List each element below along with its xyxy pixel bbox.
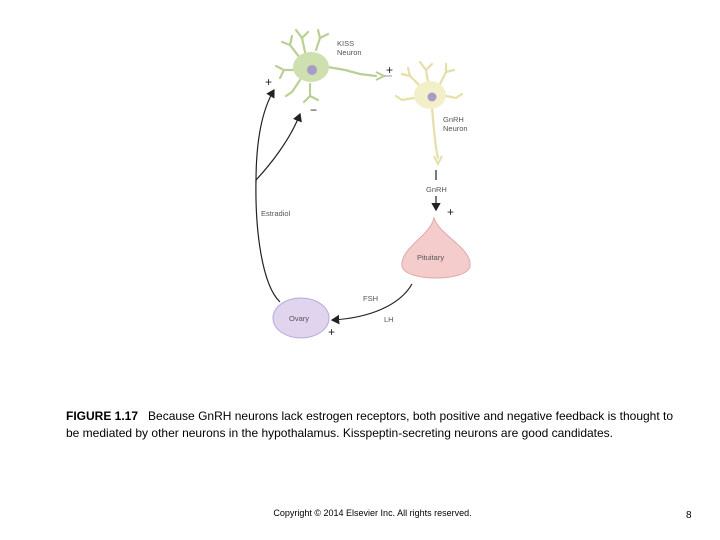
- kiss-label-line1: KISS: [337, 39, 354, 48]
- kiss-neuron: [274, 28, 387, 104]
- lh-label: LH: [384, 315, 394, 324]
- fsh-label: FSH: [363, 294, 378, 303]
- gnrh-neuron-positive-sign: +: [386, 63, 393, 77]
- pituitary-to-ovary-arrow: [330, 283, 413, 325]
- gnrh-hormone-label: GnRH: [426, 185, 447, 194]
- kiss-positive-sign: +: [265, 75, 272, 89]
- copyright-notice: Copyright © 2014 Elsevier Inc. All right…: [273, 508, 472, 518]
- feedback-diagram: KISS Neuron GnRH Neuron GnRH Estradiol P…: [255, 28, 471, 339]
- gnrh-neuron: [394, 60, 464, 167]
- estradiol-positive-arrow: [255, 88, 275, 183]
- pituitary-label: Pituitary: [417, 253, 444, 262]
- kiss-negative-sign: −: [310, 103, 317, 117]
- gnrh-nucleus: [427, 92, 437, 102]
- estradiol-line: [255, 179, 281, 303]
- caption-text: Because GnRH neurons lack estrogen recep…: [66, 409, 674, 440]
- gnrh-neuron-label-line1: GnRH: [443, 115, 464, 124]
- pituitary-positive-sign: +: [447, 205, 454, 219]
- ovary-shape: [272, 297, 330, 339]
- kiss-nucleus: [307, 65, 317, 75]
- ovary-positive-sign: +: [328, 325, 335, 339]
- pituitary-gland: [401, 216, 471, 279]
- gnrh-neuron-label-line2: Neuron: [443, 124, 468, 133]
- estradiol-negative-arrow: [255, 112, 302, 181]
- ovary-label: Ovary: [289, 314, 309, 323]
- page-number: 8: [686, 510, 692, 521]
- figure-label: FIGURE 1.17: [66, 409, 139, 423]
- kiss-label-line2: Neuron: [337, 48, 362, 57]
- estradiol-label: Estradiol: [261, 209, 291, 218]
